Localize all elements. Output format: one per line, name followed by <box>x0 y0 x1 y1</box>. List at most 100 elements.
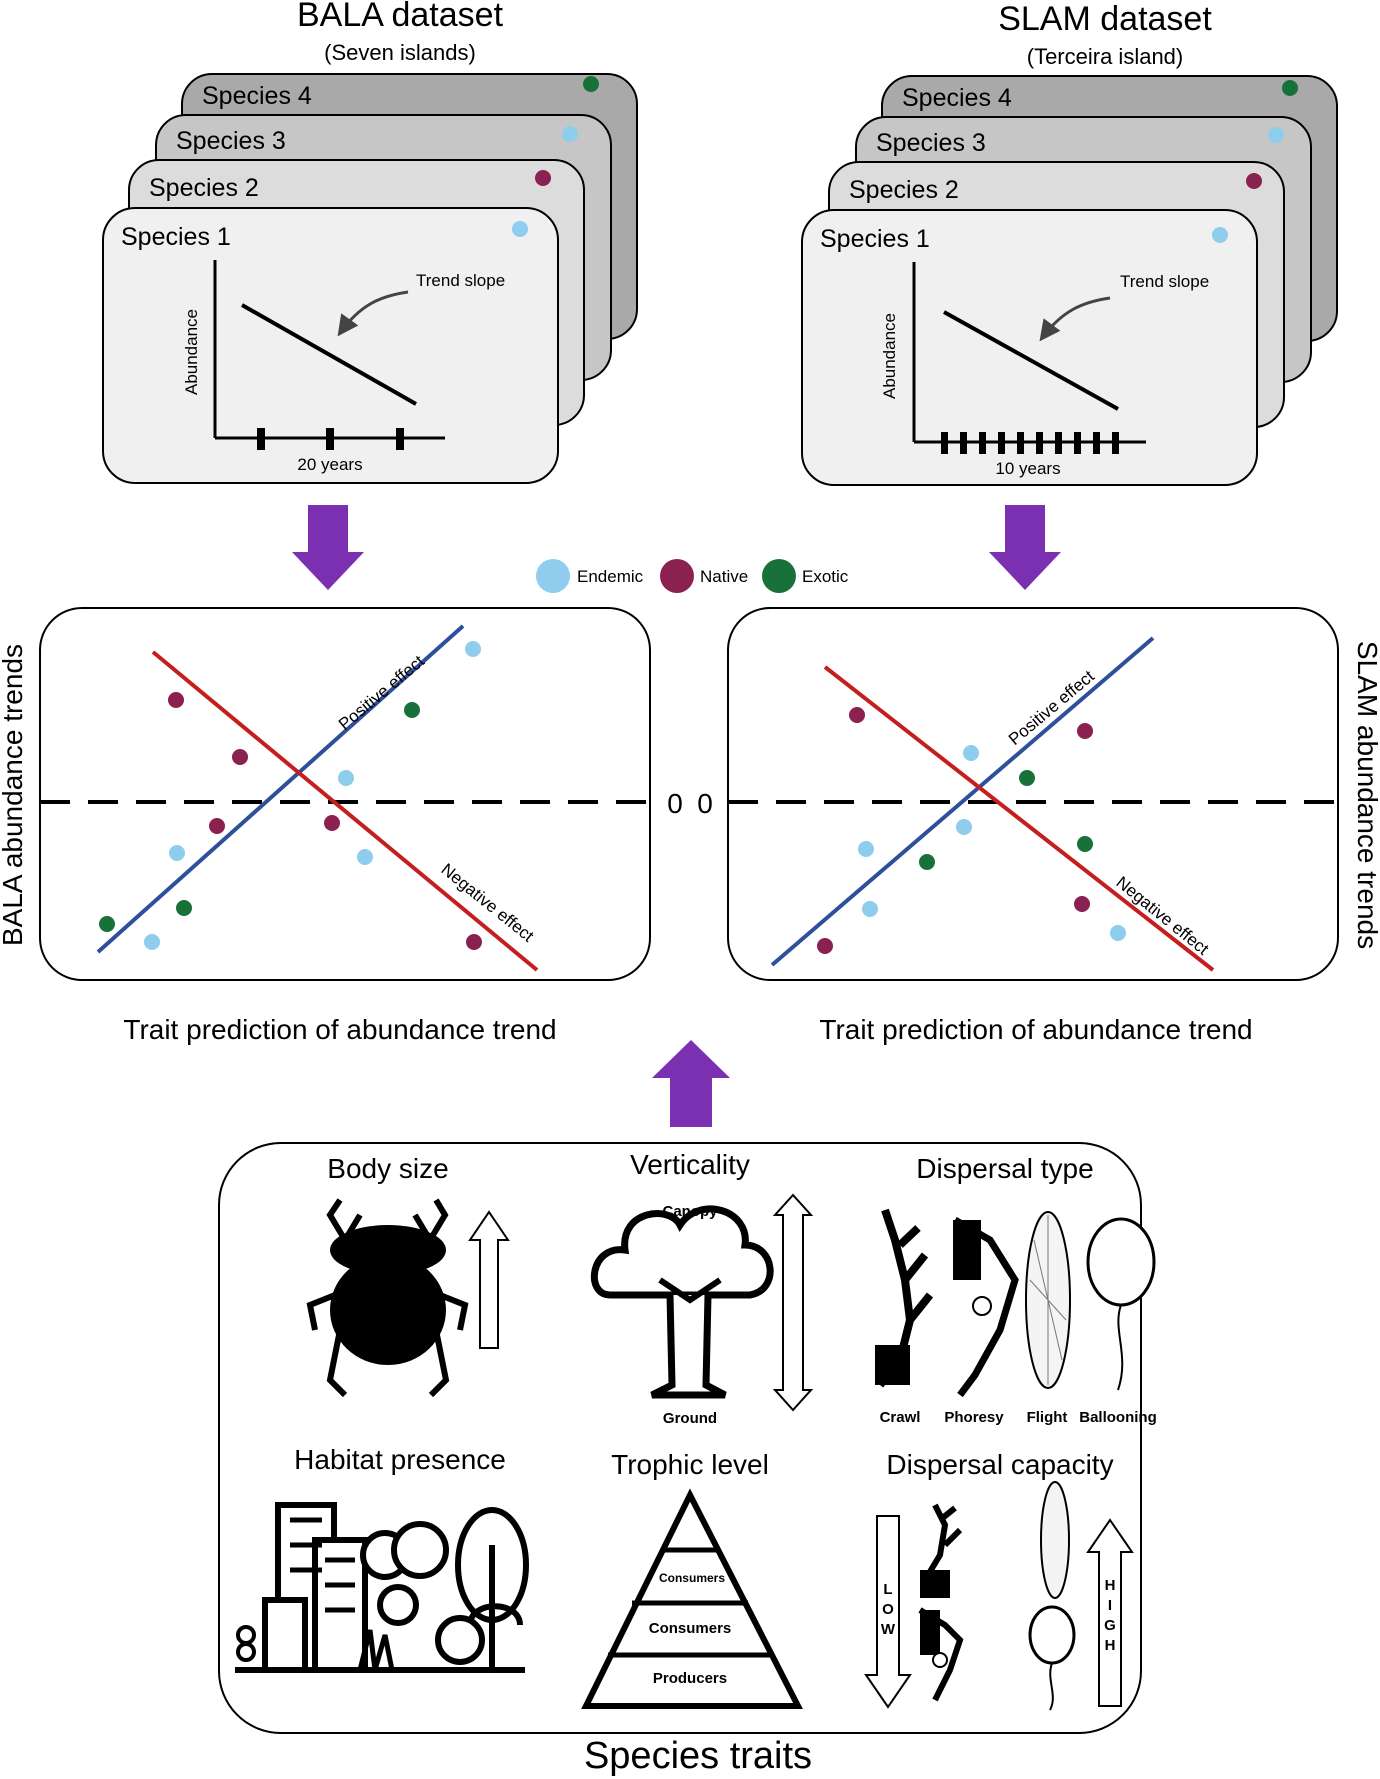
endemic-point <box>465 641 481 657</box>
low-letter-w: W <box>881 1621 896 1638</box>
bala-trend-panel: Positive effect Negative effect BALA abu… <box>0 607 683 1045</box>
ballooning-icon <box>1086 1217 1156 1391</box>
slam-title: SLAM dataset <box>998 0 1212 38</box>
slam-card-species-1 <box>801 209 1258 486</box>
native-dot <box>535 170 551 186</box>
native-point <box>1077 723 1093 739</box>
flight-icon <box>1040 1481 1070 1599</box>
slam-subtitle: (Terceira island) <box>1027 44 1184 69</box>
bala-trend-line <box>241 303 417 406</box>
endemic-point <box>862 901 878 917</box>
native-point <box>849 707 865 723</box>
high-letter-h: H <box>1105 1577 1116 1594</box>
bala-years-label: 20 years <box>297 455 362 474</box>
tree-icon <box>591 1205 774 1399</box>
bala-card-species-1 <box>102 207 559 484</box>
slam-abundance-label: Abundance <box>880 313 899 399</box>
exotic-dot <box>583 76 599 92</box>
slam-species-4-label: Species 4 <box>902 84 1012 112</box>
exotic-point <box>1019 770 1035 786</box>
native-point <box>817 938 833 954</box>
slam-trend-slope-label: Trend slope <box>1120 272 1209 291</box>
positive-effect-line <box>96 624 465 954</box>
bala-trends-xlabel: Trait prediction of abundance trend <box>123 1014 556 1045</box>
negative-effect-line <box>151 650 539 972</box>
slam-ticks <box>941 432 1119 454</box>
bala-points <box>99 641 482 950</box>
trophic-level-title: Trophic level <box>611 1449 769 1480</box>
legend-native-label: Native <box>700 567 748 586</box>
bala-dataset-panel: BALA dataset (Seven islands) Species 4 S… <box>102 0 638 484</box>
phoresy-icon <box>953 1216 1019 1398</box>
slam-species-3-label: Species 3 <box>876 129 986 157</box>
positive-effect-line <box>770 636 1155 967</box>
endemic-dot <box>512 221 528 237</box>
exotic-point <box>99 916 115 932</box>
ballooning-label: Ballooning <box>1079 1409 1157 1426</box>
body-size-title: Body size <box>327 1153 448 1184</box>
endemic-point <box>858 841 874 857</box>
slam-species-2-label: Species 2 <box>849 176 959 204</box>
bala-subtitle: (Seven islands) <box>324 40 476 65</box>
trophic-bottom-label: Producers <box>653 1670 727 1687</box>
flight-icon <box>1025 1211 1071 1389</box>
bala-trends-ylabel: BALA abundance trends <box>0 644 28 946</box>
high-letter-g: G <box>1104 1617 1116 1634</box>
native-point <box>168 692 184 708</box>
slam-trend-panel: Positive effect Negative effect SLAM abu… <box>697 607 1380 1045</box>
slam-trends-xlabel: Trait prediction of abundance trend <box>819 1014 1252 1045</box>
endemic-point <box>144 934 160 950</box>
exotic-dot <box>1282 80 1298 96</box>
tick-mark <box>396 428 404 450</box>
endemic-point <box>956 819 972 835</box>
legend-exotic-label: Exotic <box>802 567 849 586</box>
low-arrow-icon <box>864 1515 912 1709</box>
habitat-presence-title: Habitat presence <box>294 1444 506 1475</box>
high-letter-h2: H <box>1105 1637 1116 1654</box>
ballooning-icon <box>1028 1605 1076 1711</box>
legend-endemic-marker <box>536 559 570 593</box>
endemic-dot <box>562 126 578 142</box>
tick-mark <box>257 428 265 450</box>
slam-zero-label: 0 <box>697 788 713 819</box>
slam-points <box>817 707 1126 954</box>
bala-species-2-label: Species 2 <box>149 174 259 202</box>
habitat-city-forest-icon <box>235 1502 529 1673</box>
native-point <box>209 818 225 834</box>
native-point <box>324 815 340 831</box>
legend-native-marker <box>660 559 694 593</box>
negative-effect-line <box>823 665 1215 972</box>
endemic-point <box>1110 925 1126 941</box>
down-arrow-left <box>292 505 364 590</box>
dispersal-capacity-title: Dispersal capacity <box>886 1449 1113 1480</box>
low-letter-l: L <box>883 1581 892 1598</box>
trend-slope-arrow <box>337 290 409 337</box>
flight-label: Flight <box>1027 1409 1068 1426</box>
beetle-icon <box>306 1198 469 1398</box>
bala-title: BALA dataset <box>297 0 504 34</box>
species-traits-panel: Body size Verticality Canopy Ground Disp… <box>218 1142 1157 1777</box>
slam-years-label: 10 years <box>995 459 1060 478</box>
low-letter-o: O <box>882 1601 894 1618</box>
legend-endemic-label: Endemic <box>577 567 644 586</box>
endemic-dot <box>1212 227 1228 243</box>
legend-exotic-marker <box>762 559 796 593</box>
high-letter-i: I <box>1108 1597 1112 1614</box>
species-traits-title: Species traits <box>584 1735 812 1777</box>
endemic-point <box>169 845 185 861</box>
phoresy-label: Phoresy <box>944 1409 1004 1426</box>
dispersal-type-title: Dispersal type <box>916 1153 1093 1184</box>
traits-box <box>218 1142 1142 1734</box>
bala-species-4-label: Species 4 <box>202 82 312 110</box>
native-point <box>1074 896 1090 912</box>
bala-trend-slope-label: Trend slope <box>416 271 505 290</box>
verticality-arrow-icon <box>772 1193 814 1412</box>
body-size-arrow-icon <box>468 1210 510 1349</box>
exotic-point <box>404 702 420 718</box>
slam-trend-line <box>943 310 1119 411</box>
bala-species-3-label: Species 3 <box>176 127 286 155</box>
bala-species-1-label: Species 1 <box>121 223 231 251</box>
ground-label: Ground <box>663 1410 717 1427</box>
phoresy-icon <box>918 1607 964 1702</box>
